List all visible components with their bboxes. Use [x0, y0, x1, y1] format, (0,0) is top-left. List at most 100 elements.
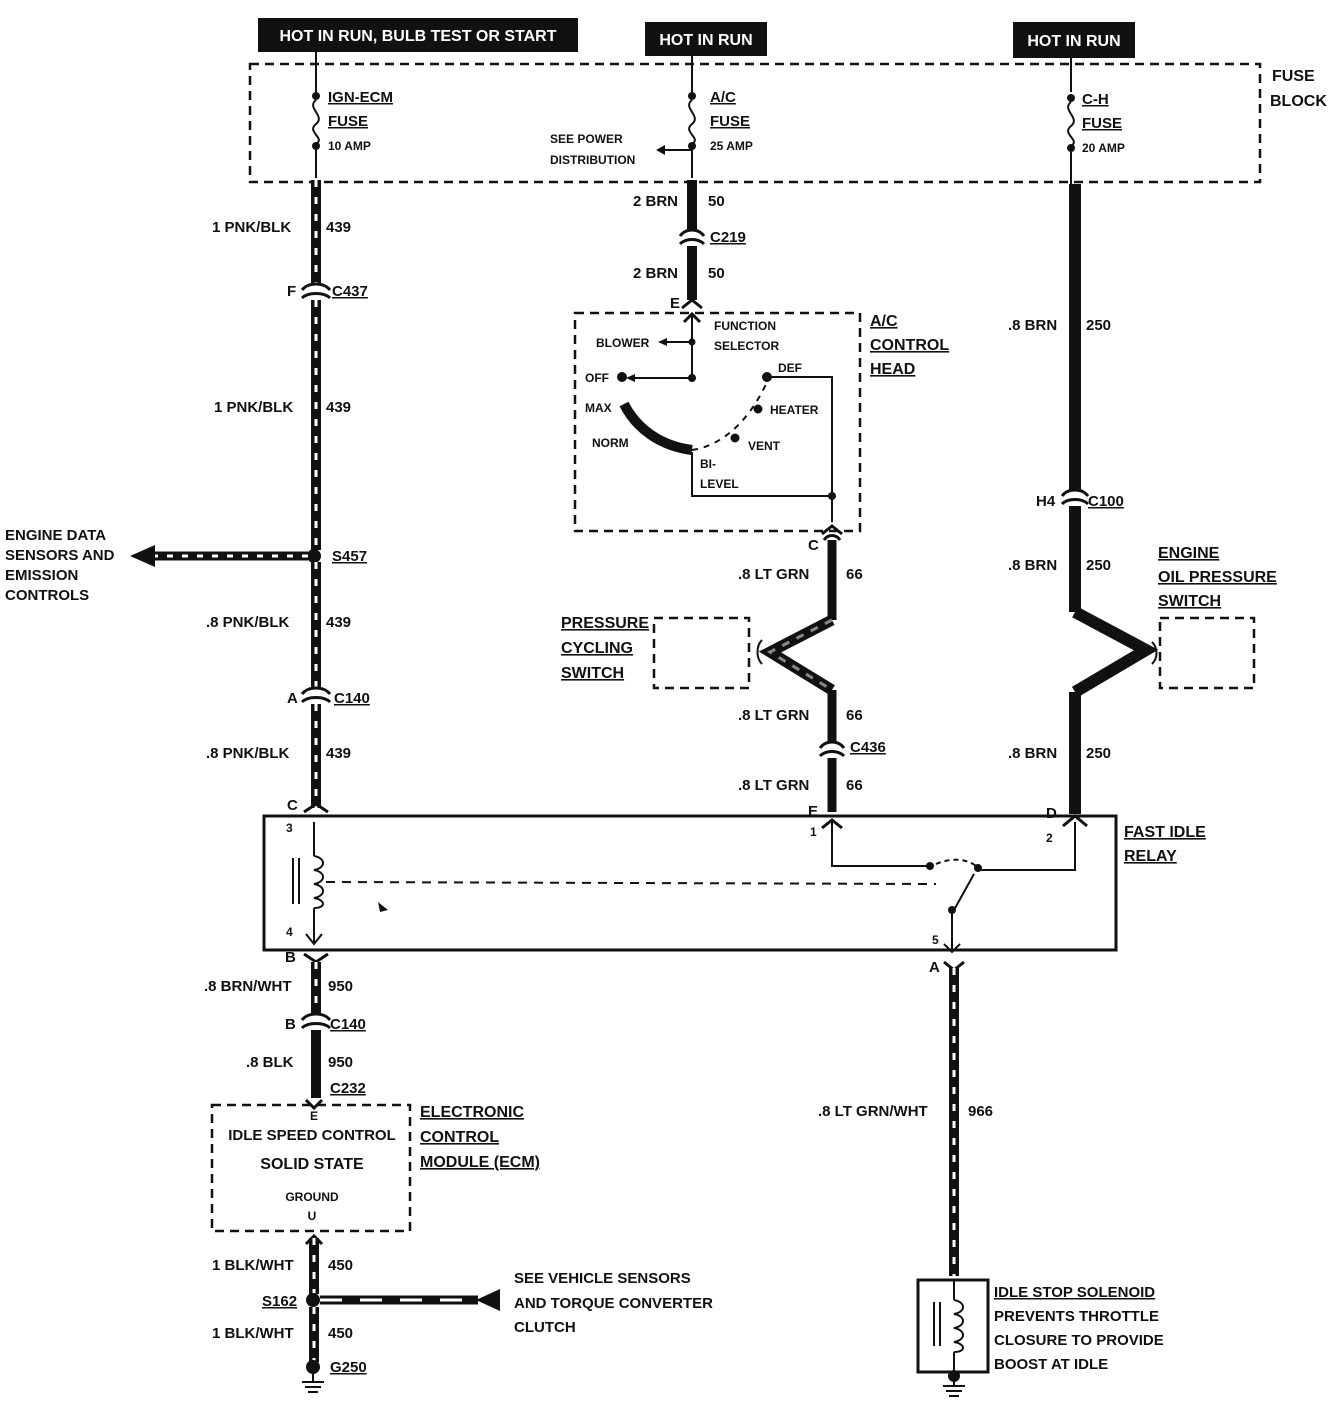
bilevel-wire: [691, 452, 832, 497]
wire-450-label-2: 1 BLK/WHT: [212, 1325, 294, 1342]
max-label: MAX: [585, 401, 612, 415]
s457-label: S457: [332, 548, 367, 565]
wire-439-circuit-1: 439: [326, 219, 351, 236]
engine-data-line-2: SENSORS AND: [5, 547, 115, 564]
relay-common-contact: [948, 906, 956, 914]
wire-250-label-2: .8 BRN: [1008, 557, 1057, 574]
oil-switch-box: [1158, 616, 1256, 690]
solenoid-coil-icon: [933, 1280, 964, 1372]
def-label: DEF: [778, 361, 802, 375]
pressure-switch-contact: [756, 639, 763, 665]
wire-439-label-2: 1 PNK/BLK: [214, 399, 293, 416]
c232-label: C232: [330, 1080, 366, 1097]
wire-950-circuit-1: 950: [328, 978, 353, 995]
engine-data-arrowhead: [130, 545, 155, 567]
wire-50-circuit-2: 50: [708, 265, 725, 282]
wire-66-label-2: .8 LT GRN: [738, 707, 809, 724]
wire-950-label-1: .8 BRN/WHT: [204, 978, 292, 995]
relay-pin-b-label: B: [285, 949, 296, 966]
pressure-switch-label-2: CYCLING: [561, 640, 633, 657]
pressure-switch-label-3: SWITCH: [561, 665, 624, 682]
wire-439-label-4: .8 PNK/BLK: [206, 745, 290, 762]
ac-fuse-icon: [688, 92, 696, 150]
blower-arrowhead: [658, 338, 667, 346]
level-label: LEVEL: [700, 477, 739, 491]
ac-fuse-rating: 25 AMP: [710, 139, 753, 153]
solenoid-label-1: IDLE STOP SOLENOID: [994, 1284, 1155, 1301]
c100-label: C100: [1088, 493, 1124, 510]
ecm-ground-pin: [304, 1233, 324, 1246]
header-right-text: HOT IN RUN: [1027, 33, 1120, 50]
relay-pin-b-connector: [303, 952, 329, 964]
wire-439-circuit-2: 439: [326, 399, 351, 416]
see-vehicle-2: AND TORQUE CONVERTER: [514, 1295, 713, 1312]
ign-ecm-rating: 10 AMP: [328, 139, 371, 153]
engine-data-line-3: EMISSION: [5, 567, 78, 584]
g250-label: G250: [330, 1359, 367, 1376]
relay-label-1: FAST IDLE: [1124, 824, 1206, 841]
c140-lower-pin: B: [285, 1016, 296, 1033]
wire-950-label-2: .8 BLK: [246, 1054, 294, 1071]
fuse-block-label-1: FUSE: [1272, 68, 1315, 85]
c219-label: C219: [710, 229, 746, 246]
c437-connector-icon: [300, 282, 332, 292]
ground-icon-left: [302, 1374, 324, 1393]
pressure-switch-box: [652, 616, 751, 690]
wire-66-circuit-2: 66: [846, 707, 863, 724]
wire-450-circuit-2: 450: [328, 1325, 353, 1342]
see-vehicle-1: SEE VEHICLE SENSORS: [514, 1270, 691, 1287]
vent-contact: [730, 433, 740, 443]
c219-connector-icon: [678, 228, 706, 238]
relay-pin-a-label: A: [929, 959, 940, 976]
relay-pin-4: 4: [286, 925, 293, 939]
relay-pin-3: 3: [286, 821, 293, 835]
heater-label: HEATER: [770, 403, 819, 417]
c140-upper-pin: A: [287, 690, 298, 707]
ecm-line-3: GROUND: [285, 1190, 339, 1204]
relay-contact-1: [926, 862, 934, 870]
ign-ecm-fuse-icon: [312, 92, 320, 150]
ecm-label-1: ELECTRONIC: [420, 1104, 524, 1121]
ch-fuse-rating: 20 AMP: [1082, 141, 1125, 155]
pressure-switch-wire: [758, 615, 835, 695]
ch-fuse-word: FUSE: [1082, 115, 1122, 132]
wire-66-label-1: .8 LT GRN: [738, 566, 809, 583]
wire-66-circuit-3: 66: [846, 777, 863, 794]
engine-data-line-4: CONTROLS: [5, 587, 89, 604]
relay-pin-c-connector: [303, 802, 329, 814]
ecm-label-3: MODULE (ECM): [420, 1154, 540, 1171]
s457-splice-icon: [307, 549, 321, 563]
see-vehicle-arrowhead: [476, 1289, 500, 1311]
wire-250-label-1: .8 BRN: [1008, 317, 1057, 334]
fuse-block-label-2: BLOCK: [1270, 93, 1327, 110]
ecm-pin-u: U: [308, 1209, 317, 1223]
wire-950-circuit-2: 950: [328, 1054, 353, 1071]
see-power-arrow-line: [662, 148, 693, 152]
c232-connector-icon: [304, 1098, 324, 1111]
fast-idle-relay-box: [262, 814, 1118, 952]
see-power-1: SEE POWER: [550, 132, 623, 146]
ac-head-pin-c-connector: [821, 524, 843, 536]
norm-label: NORM: [592, 436, 629, 450]
fuse-block-box: [248, 62, 1262, 184]
off-label: OFF: [585, 371, 609, 385]
ch-fuse-name: C-H: [1082, 91, 1109, 108]
c436-label: C436: [850, 739, 886, 756]
heater-contact: [753, 404, 763, 414]
function-input-pin: [682, 311, 702, 324]
relay-coil-icon: [292, 822, 324, 946]
relay-pin-5: 5: [932, 933, 939, 947]
ecm-pin-e: E: [310, 1109, 318, 1123]
ecm-label-2: CONTROL: [420, 1129, 499, 1146]
ch-fuse-icon: [1067, 94, 1075, 152]
solenoid-label-4: BOOST AT IDLE: [994, 1356, 1108, 1373]
c140-upper-label: C140: [334, 690, 370, 707]
vent-label: VENT: [748, 439, 781, 453]
relay-label-2: RELAY: [1124, 848, 1177, 865]
wire-439-label-3: .8 PNK/BLK: [206, 614, 290, 631]
selector-arc-solid: [619, 401, 693, 455]
s162-splice-icon: [306, 1293, 320, 1307]
ac-head-pin-e: E: [670, 295, 680, 312]
c140-lower-label: C140: [330, 1016, 366, 1033]
